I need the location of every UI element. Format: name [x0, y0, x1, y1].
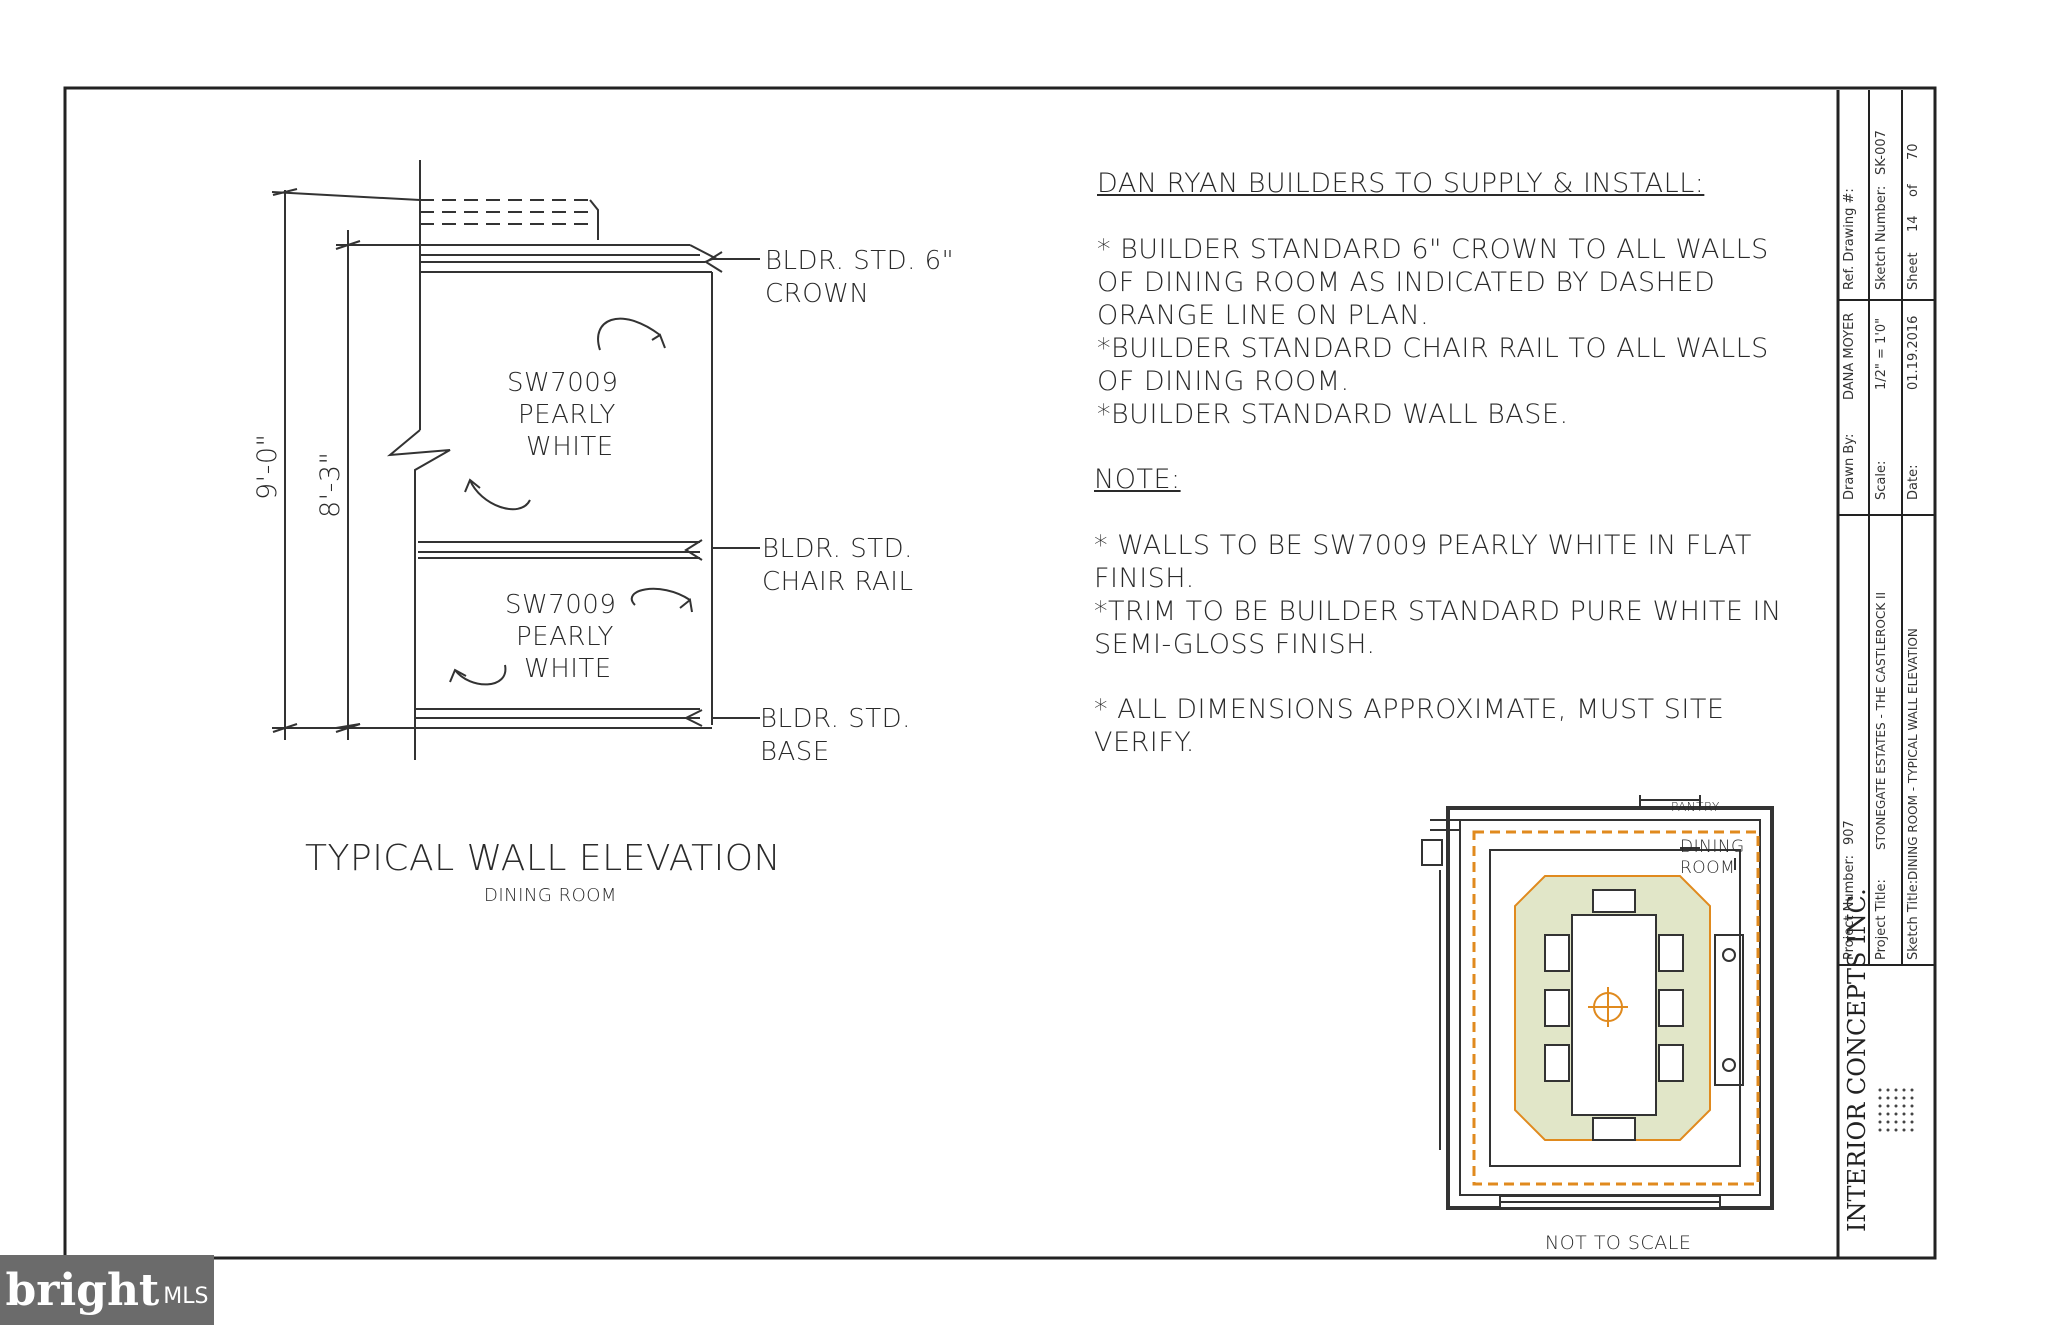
date-label: Date: [1906, 464, 1921, 500]
sketch-title-value: DINING ROOM - TYPICAL WALL ELEVATION [1906, 628, 1920, 880]
base-label-line2: BASE [760, 737, 830, 767]
sheet-label: Sheet [1906, 252, 1921, 290]
of-label: of [1906, 184, 1921, 197]
note-line: *BUILDER STANDARD WALL BASE. [1097, 399, 1569, 430]
chair-rail-label-line1: BLDR. STD. [762, 534, 913, 564]
dimension-inner: 8'-3" [315, 451, 346, 518]
drawn-by-value: DANA MOYER [1842, 312, 1857, 400]
note-line: *BUILDER STANDARD CHAIR RAIL TO ALL WALL… [1097, 333, 1769, 364]
note-line: FINISH. [1094, 563, 1195, 594]
company-logo-dots [1878, 1088, 1914, 1132]
sketch-number-value: SK-007 [1874, 130, 1889, 175]
elevation-title: TYPICAL WALL ELEVATION [305, 838, 781, 879]
note-line: OF DINING ROOM AS INDICATED BY DASHED [1097, 267, 1716, 298]
plan-room-label-line1: DINING [1680, 837, 1745, 857]
note-line: *TRIM TO BE BUILDER STANDARD PURE WHITE … [1094, 596, 1782, 627]
watermark-suffix: MLS [163, 1283, 209, 1309]
project-title-label: Project Title: [1874, 879, 1889, 960]
of-total-value: 70 [1906, 143, 1921, 160]
bright-mls-watermark: bright MLS [0, 1255, 214, 1325]
note-line: VERIFY. [1094, 727, 1195, 758]
base-label-line1: BLDR. STD. [760, 704, 911, 734]
project-title-value: STONEGATE ESTATES - THE CASTLEROCK II [1874, 591, 1888, 850]
watermark-brand: bright [5, 1264, 160, 1316]
note-line: * ALL DIMENSIONS APPROXIMATE, MUST SITE [1094, 694, 1725, 725]
lower-paint-line1: SW7009 [505, 590, 617, 620]
plan-room-label-line2: ROOM [1680, 858, 1736, 878]
project-number-label: Project Number: [1842, 855, 1857, 960]
crown-label-line1: BLDR. STD. 6" [765, 246, 955, 276]
sheet-value: 14 [1906, 215, 1921, 232]
date-value: 01.19.2016 [1906, 315, 1921, 390]
upper-paint-line1: SW7009 [507, 368, 619, 398]
drawn-by-label: Drawn By: [1842, 433, 1857, 500]
plan-scale-note: NOT TO SCALE [1545, 1232, 1692, 1254]
floor-plan [1421, 795, 1774, 1210]
note-line: * BUILDER STANDARD 6" CROWN TO ALL WALLS [1097, 234, 1769, 265]
upper-paint-line3: WHITE [526, 432, 614, 462]
notes-block: DAN RYAN BUILDERS TO SUPPLY & INSTALL: *… [1092, 168, 1792, 768]
upper-paint-line2: PEARLY [518, 400, 616, 430]
scale-label: Scale: [1874, 460, 1889, 500]
dimension-overall: 9'-0" [252, 433, 283, 500]
scale-value: 1/2" = 1'0" [1874, 317, 1889, 390]
title-block-grid [1838, 90, 1935, 966]
project-number-value: 907 [1842, 820, 1857, 845]
ref-drawing-label: Ref. Drawing #: [1842, 188, 1857, 290]
plan-pantry-label: PANTRY [1671, 800, 1720, 814]
lower-paint-line3: WHITE [524, 654, 612, 684]
elevation-subtitle: DINING ROOM [484, 885, 617, 906]
sheet-border [63, 86, 1937, 1260]
crown-label-line2: CROWN [765, 279, 870, 309]
note-line: ORANGE LINE ON PLAN. [1097, 300, 1430, 331]
note-heading: NOTE: [1094, 464, 1181, 495]
lower-paint-line2: PEARLY [516, 622, 614, 652]
note-line: OF DINING ROOM. [1097, 366, 1350, 397]
sketch-number-label: Sketch Number: [1874, 185, 1889, 290]
chair-rail-label-line2: CHAIR RAIL [762, 567, 914, 597]
sketch-title-label: Sketch Title: [1906, 879, 1921, 960]
wall-elevation [271, 160, 760, 760]
note-line: SEMI-GLOSS FINISH. [1094, 629, 1376, 660]
note-line: * WALLS TO BE SW7009 PEARLY WHITE IN FLA… [1094, 530, 1752, 561]
notes-heading: DAN RYAN BUILDERS TO SUPPLY & INSTALL: [1097, 168, 1705, 199]
